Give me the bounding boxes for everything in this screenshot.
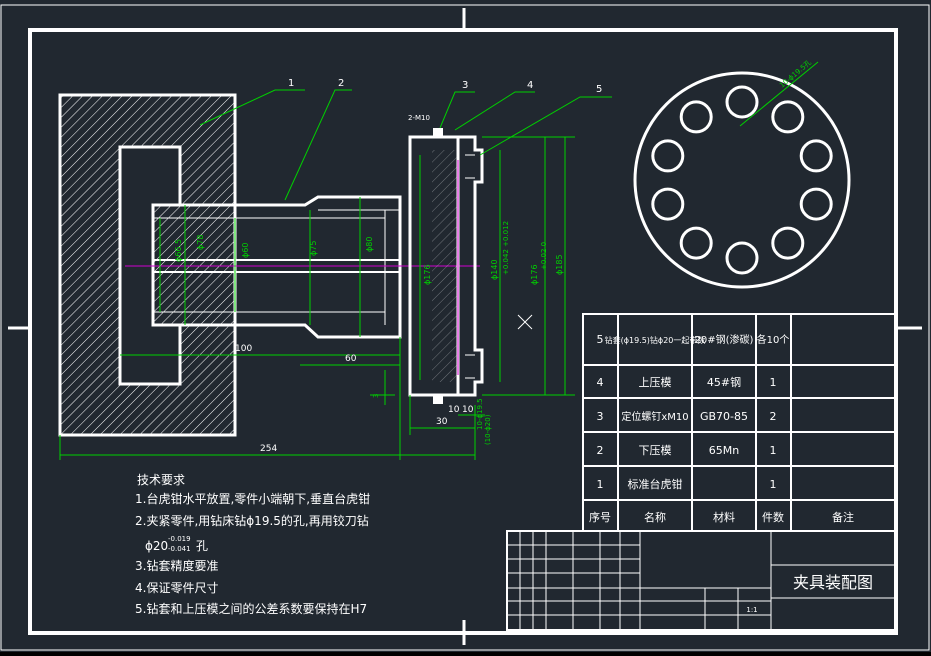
notes-heading: 技术要求 xyxy=(137,473,185,487)
note-5: 5.钻套和上压模之间的公差系数要保持在H7 xyxy=(135,601,367,616)
bom-row1-no: 1 xyxy=(597,478,604,491)
bom-row4-qty: 1 xyxy=(770,376,777,389)
balloon-3: 3 xyxy=(462,80,468,91)
dim-len100: 100 xyxy=(235,344,252,354)
outer-frame xyxy=(0,4,930,651)
bom-row1-name: 标准台虎钳 xyxy=(628,477,683,491)
dim-len30: 30 xyxy=(436,417,448,427)
note-tol-suffix: 孔 xyxy=(196,539,208,553)
dim-d19: 10-ϕ19.5 xyxy=(476,398,484,430)
bom-row2-no: 2 xyxy=(597,444,604,457)
note-2: 2.夹紧零件,用钻床钻ϕ19.5的孔,再用铰刀钻 xyxy=(135,513,369,528)
bom-row2-name: 下压模 xyxy=(639,444,672,457)
note-1: 1.台虎钳水平放置,零件小端朝下,垂直台虎钳 xyxy=(135,491,370,506)
dim-len60: 60 xyxy=(345,354,357,364)
dim-len10a: 10 xyxy=(462,405,474,415)
bom-header-name: 名称 xyxy=(644,510,666,524)
drill-hole xyxy=(799,139,833,173)
drill-hole xyxy=(651,187,685,221)
dim-d185: ϕ185 xyxy=(555,254,564,275)
bom-row1-qty: 1 xyxy=(770,478,777,491)
drill-hole xyxy=(725,241,759,275)
bom-row5-no: 5 xyxy=(597,333,604,346)
dim-d140-tol: +0.042 +0.012 xyxy=(502,221,510,275)
technical-notes: 技术要求 1.台虎钳水平放置,零件小端朝下,垂直台虎钳 2.夹紧零件,用钻床钻ϕ… xyxy=(135,473,370,616)
dim-d176: ϕ176 xyxy=(423,264,432,285)
bom-row4-material: 45#钢 xyxy=(707,376,741,389)
screw-top xyxy=(433,128,443,137)
note-2b: ϕ20 xyxy=(145,539,168,553)
drawing-scale: 1:1 xyxy=(746,606,757,614)
drill-hole xyxy=(771,226,805,260)
bom-header-no: 序号 xyxy=(589,510,611,524)
title-block: 夹具装配图 1:1 xyxy=(506,530,897,631)
dim-d176b: ϕ176 xyxy=(530,264,539,285)
note-3: 3.钻套精度要准 xyxy=(135,558,218,573)
dim-d80: ϕ80 xyxy=(365,237,374,252)
upper-die-hatch xyxy=(432,150,458,382)
dim-len10b: 10 xyxy=(448,405,460,415)
end-view: 10-ϕ19.5孔 xyxy=(633,59,851,289)
dim-d66: ϕ66.5 xyxy=(174,239,183,262)
note-4: 4.保证零件尺寸 xyxy=(135,581,218,595)
dimension-lines xyxy=(59,136,575,460)
screw-bottom xyxy=(433,395,443,404)
bom-header-material: 材料 xyxy=(713,510,735,524)
drill-hole xyxy=(679,226,713,260)
bom-row5-material: 20#钢(渗碳) xyxy=(695,333,754,346)
drawing-title: 夹具装配图 xyxy=(793,573,873,592)
drill-hole xyxy=(771,100,805,134)
hole-label: 10-ϕ19.5孔 xyxy=(778,59,813,90)
dim-len254: 254 xyxy=(260,444,277,454)
bom-row2-qty: 1 xyxy=(770,444,777,457)
bom-header-qty: 件数 xyxy=(762,511,784,524)
drill-hole xyxy=(725,85,759,119)
balloon-1: 1 xyxy=(288,78,294,89)
note-tol-lower: -0.041 xyxy=(168,545,191,553)
center-x-mark xyxy=(517,314,533,330)
bom-table: 5 钻套(ϕ19.5)钻ϕ20一起带数 20#钢(渗碳) 各10个 4 上压模 … xyxy=(582,313,897,532)
balloon-4: 4 xyxy=(527,80,533,91)
bom-row4-name: 上压模 xyxy=(639,376,672,389)
dim-d75: ϕ75 xyxy=(309,241,318,256)
bom-row5-name: 钻套(ϕ19.5)钻ϕ20一起带数 xyxy=(605,335,706,345)
dim-len3: 3 xyxy=(372,394,380,398)
bom-row4-no: 4 xyxy=(597,376,604,389)
balloon-5: 5 xyxy=(596,84,602,95)
bom-row3-name: 定位螺钉xM10 xyxy=(621,410,688,423)
bom-row2-material: 65Mn xyxy=(709,444,739,457)
drill-hole xyxy=(679,100,713,134)
leaders xyxy=(199,89,612,201)
dim-d140: ϕ140 xyxy=(490,259,499,280)
note-tol-upper: -0.019 xyxy=(168,535,191,543)
bom-row3-no: 3 xyxy=(597,410,604,423)
bom-header-note: 备注 xyxy=(832,510,854,524)
bore-lines xyxy=(153,259,400,273)
vise-body xyxy=(58,93,237,437)
dim-d20: (10-ϕ20) xyxy=(484,414,492,445)
balloon-2: 2 xyxy=(338,78,344,89)
bom-row3-qty: 2 xyxy=(770,410,777,423)
drill-hole xyxy=(651,139,685,173)
bom-row3-material: GB70-85 xyxy=(700,410,748,423)
centering-marks xyxy=(8,8,922,645)
bom-row5-qty: 各10个 xyxy=(757,333,790,346)
dim-d60: ϕ60 xyxy=(241,243,250,258)
dim-d78: ϕ78 xyxy=(196,235,205,250)
drill-hole xyxy=(799,187,833,221)
pin-label: 2-M10 xyxy=(408,114,430,122)
drill-holes xyxy=(651,85,833,275)
dim-d176-tol: +0.02 0 xyxy=(540,242,548,270)
